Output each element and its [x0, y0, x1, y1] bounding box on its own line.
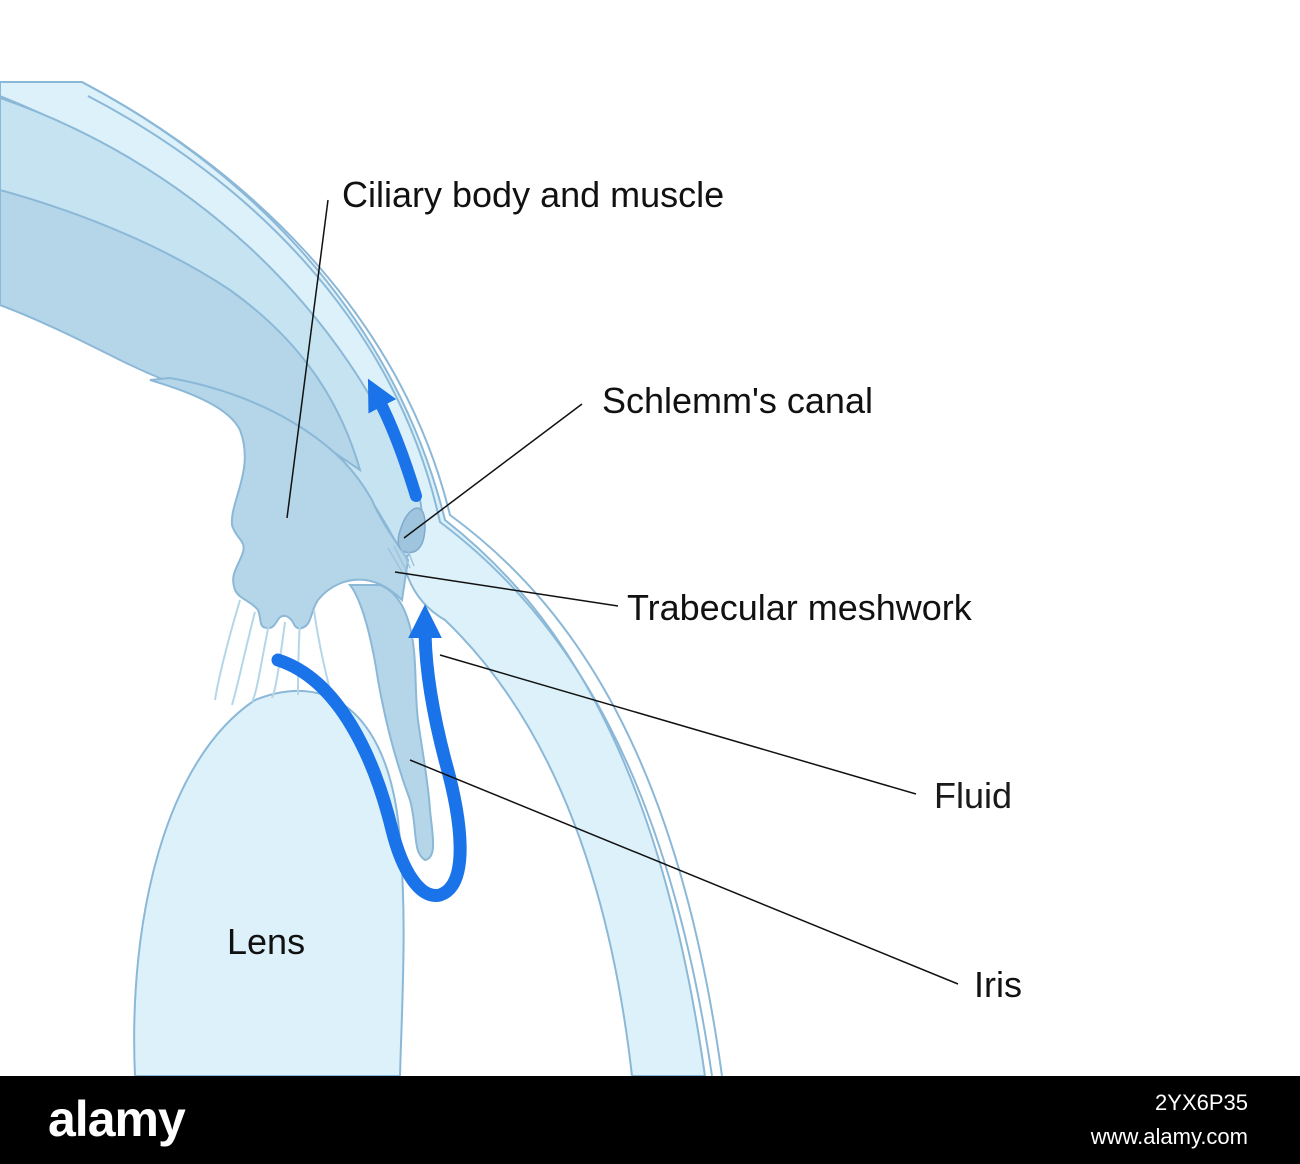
iris-leader-line: [409, 759, 959, 985]
fluid-flow-arrow-main: [271, 604, 467, 902]
label-ciliary-body: Ciliary body and muscle: [342, 174, 724, 215]
fluid-flow-arrow-upper: [367, 378, 422, 502]
trabecular-leader-line: [394, 571, 619, 607]
ciliary-leader-line: [286, 199, 329, 519]
schlemms-canal-shape: [397, 507, 426, 554]
zonule-fibers: [214, 599, 331, 706]
watermark-footer: alamy 2YX6P35 www.alamy.com: [0, 1076, 1300, 1164]
sclera-outer-line-2: [87, 95, 713, 1076]
label-trabecular-meshwork: Trabecular meshwork: [627, 587, 973, 628]
label-fluid: Fluid: [934, 775, 1012, 816]
brand-logo: alamy: [48, 1091, 186, 1147]
choroid-band: [0, 188, 362, 473]
fluid-leader-line: [439, 654, 917, 795]
ciliary-body-shape: [149, 376, 410, 630]
sclera-outer-line: [81, 81, 723, 1076]
site-url-text: www.alamy.com: [1090, 1124, 1248, 1149]
label-iris: Iris: [974, 964, 1022, 1005]
image-id-text: 2YX6P35: [1155, 1090, 1248, 1115]
aqueous-outflow-diagram: Ciliary body and muscle Schlemm's canal …: [0, 81, 1022, 1076]
schlemm-leader-line: [403, 403, 583, 539]
label-lens: Lens: [227, 921, 305, 962]
label-schlemms-canal: Schlemm's canal: [602, 380, 873, 421]
trabecular-meshwork-lines: [387, 544, 415, 573]
